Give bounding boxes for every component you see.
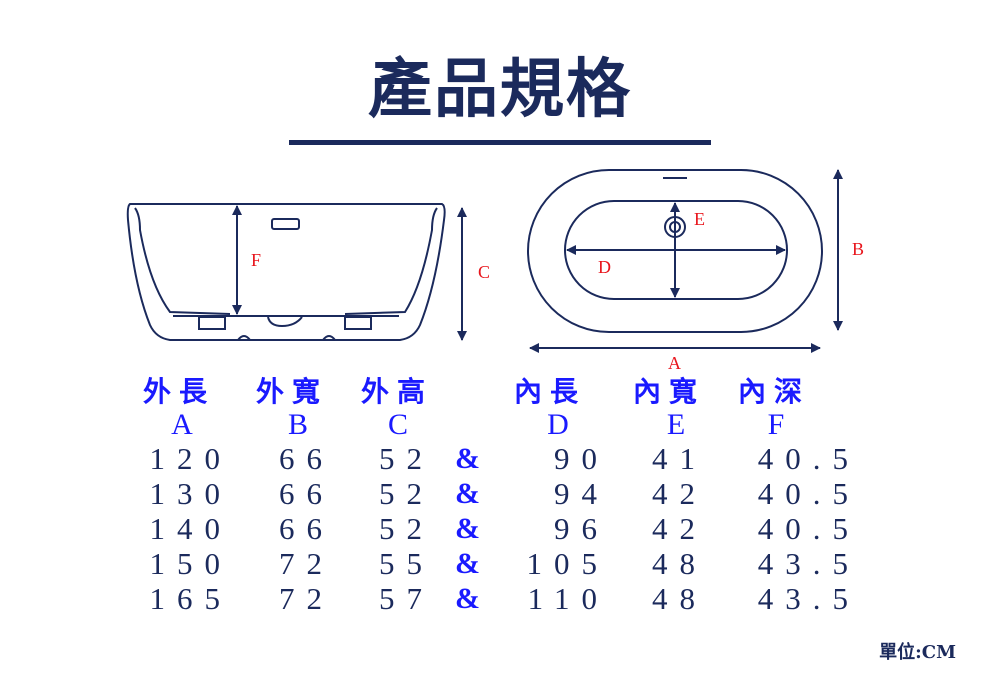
label-e: E xyxy=(694,209,705,229)
table-cell: 57 xyxy=(379,581,434,616)
table-cell: 66 xyxy=(279,441,334,476)
table-cell: 105 xyxy=(526,546,609,581)
ampersand-separator: & xyxy=(455,547,480,580)
table-cell: 48 xyxy=(652,546,707,581)
header-outer-length: 外長 xyxy=(143,375,216,408)
table-cell: 41 xyxy=(652,441,707,476)
ampersand-separator: & xyxy=(455,582,480,615)
table-cell: 42 xyxy=(652,511,707,546)
title-underline xyxy=(289,140,711,145)
table-cell: 42 xyxy=(652,476,707,511)
table-cell: 130 xyxy=(149,476,232,511)
table-cell: 40.5 xyxy=(757,511,860,546)
table-cell: 43.5 xyxy=(757,546,860,581)
label-d: D xyxy=(598,257,611,277)
header-outer-width: 外寬 xyxy=(256,375,329,408)
ampersand-separator: & xyxy=(455,442,480,475)
page-title: 產品規格 xyxy=(368,52,632,127)
header-inner-depth: 內深 xyxy=(738,375,811,408)
table-cell: 110 xyxy=(527,581,609,616)
table-cell: 120 xyxy=(149,441,232,476)
table-cell: 66 xyxy=(279,476,334,511)
letter-f: F xyxy=(767,408,785,441)
side-view xyxy=(126,203,446,341)
header-outer-height: 外高 xyxy=(361,375,434,408)
label-c: C xyxy=(478,262,490,282)
header-inner-length: 內長 xyxy=(514,375,587,408)
table-cell: 43.5 xyxy=(757,581,860,616)
table-cell: 52 xyxy=(379,511,434,546)
table-cell: 52 xyxy=(379,441,434,476)
letter-e: E xyxy=(666,408,686,441)
letter-b: B xyxy=(287,408,308,441)
table-cell: 90 xyxy=(554,441,609,476)
table-cell: 40.5 xyxy=(757,441,860,476)
label-f: F xyxy=(251,250,261,270)
letter-d: D xyxy=(547,408,569,441)
table-cell: 52 xyxy=(379,476,434,511)
table-cell: 48 xyxy=(652,581,707,616)
table-cell: 140 xyxy=(149,511,232,546)
table-cell: 66 xyxy=(279,511,334,546)
table-cell: 72 xyxy=(279,581,334,616)
table-cell: 150 xyxy=(149,546,232,581)
table-cell: 72 xyxy=(279,546,334,581)
ampersand-separator: & xyxy=(455,477,480,510)
label-a: A xyxy=(668,353,681,373)
letter-c: C xyxy=(387,408,408,441)
table-cell: 94 xyxy=(554,476,609,511)
ampersand-separator: & xyxy=(455,512,480,545)
table-cell: 165 xyxy=(149,581,232,616)
table-cell: 96 xyxy=(554,511,609,546)
label-b: B xyxy=(852,239,864,259)
table-cell: 55 xyxy=(379,546,434,581)
header-inner-width: 內寬 xyxy=(633,375,706,408)
letter-a: A xyxy=(171,408,193,441)
table-cell: 40.5 xyxy=(757,476,860,511)
bathtub-diagram: F C D E B A xyxy=(126,169,864,373)
unit-label: 單位:CM xyxy=(879,642,956,663)
